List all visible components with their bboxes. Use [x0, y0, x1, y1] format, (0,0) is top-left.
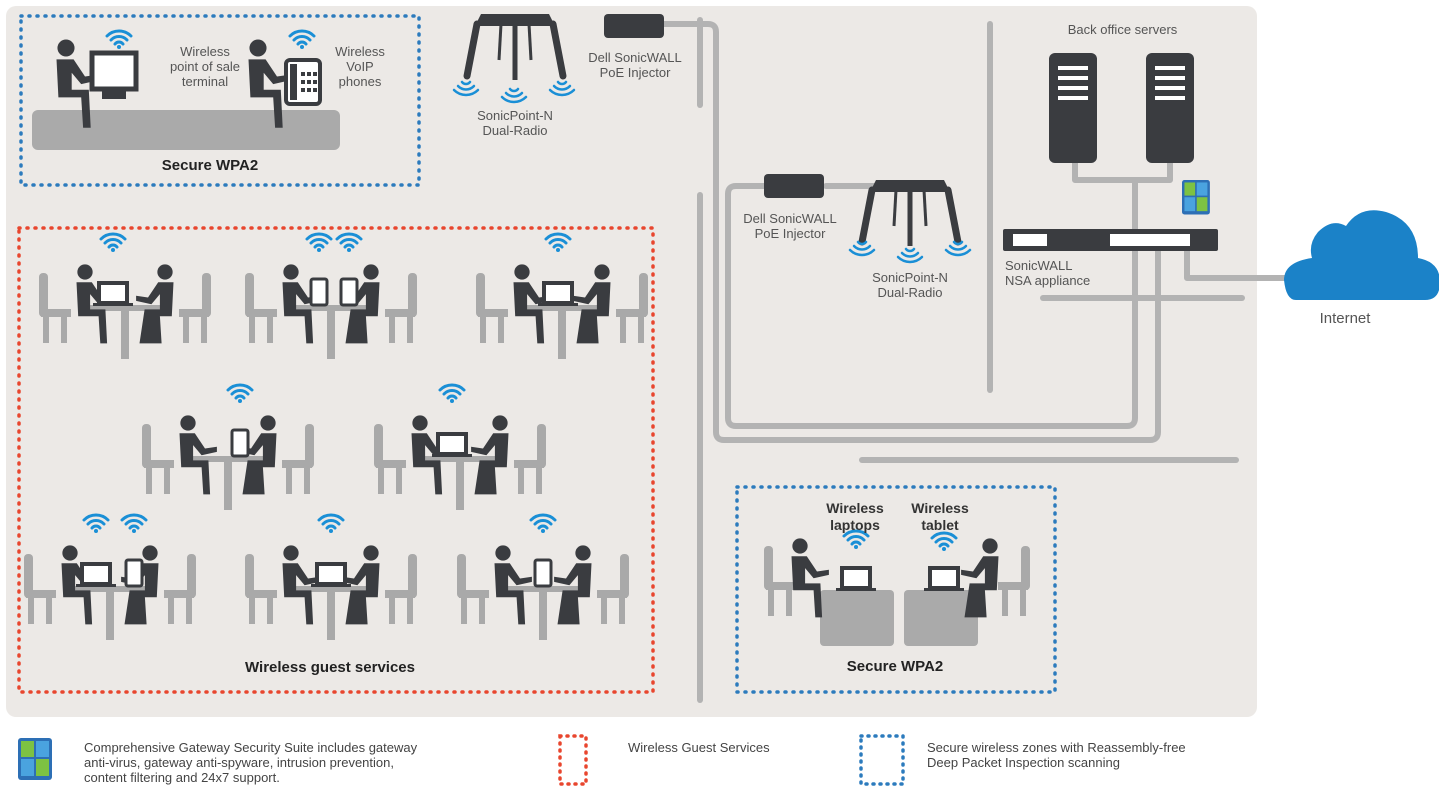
- internet-label: Internet: [1319, 310, 1371, 327]
- wireless-tablet-label: Wireless tablet: [911, 500, 969, 533]
- appliance-port: [1110, 234, 1190, 246]
- phone-key: [301, 88, 305, 92]
- monitor-stand: [102, 89, 126, 99]
- phone-key: [301, 72, 305, 76]
- phone-handset: [290, 64, 297, 100]
- poe-injector-icon: [604, 14, 664, 38]
- security-suite-icon: [18, 738, 52, 780]
- secure-wpa2-bottom-label: Secure WPA2: [846, 658, 944, 675]
- desk: [904, 590, 978, 646]
- laptop-icon: [536, 281, 580, 308]
- cable: [1184, 247, 1303, 281]
- secure-zone-top: [19, 14, 421, 187]
- phone-key: [307, 80, 311, 84]
- cable: [725, 183, 1138, 429]
- phone-key: [307, 72, 311, 76]
- cable: [661, 21, 1161, 443]
- wireless-laptops-label: Wireless laptops: [826, 500, 884, 533]
- legend-suite-text: Comprehensive Gateway Security Suite inc…: [84, 740, 418, 785]
- sonicpoint-top-label: SonicPoint-N Dual-Radio: [477, 108, 553, 138]
- pos-terminal-label: Wireless point of sale terminal: [169, 44, 241, 89]
- laptop-icon: [430, 432, 474, 459]
- laptop-icon: [922, 566, 966, 593]
- sonicpoint-mid-label: SonicPoint-N Dual-Radio: [872, 270, 948, 300]
- security-suite-icon: [1182, 180, 1210, 215]
- counter: [32, 110, 340, 150]
- laptop-icon: [74, 562, 118, 589]
- guest-zone: [17, 226, 655, 694]
- secure-zone-bottom: [735, 485, 1057, 694]
- phone-key: [313, 72, 317, 76]
- monitor-icon: [89, 50, 139, 92]
- laptop-icon: [834, 566, 878, 593]
- voip-phones-label: Wireless VoIP phones: [335, 44, 385, 89]
- desk: [820, 590, 894, 646]
- cloud-icon: [1284, 210, 1439, 300]
- phone-key: [301, 80, 305, 84]
- back-office-servers-label: Back office servers: [1067, 22, 1178, 37]
- tablet-icon: [339, 277, 359, 307]
- tablet-icon: [533, 558, 553, 588]
- phone-key: [313, 80, 317, 84]
- server-icon: [1146, 53, 1194, 163]
- wireless-guest-services-label: Wireless guest services: [245, 659, 415, 676]
- tablet-icon: [124, 558, 144, 588]
- phone-key: [307, 88, 311, 92]
- legend-guest-text: Wireless Guest Services: [628, 740, 770, 755]
- cable: [1072, 157, 1173, 183]
- tablet-icon: [309, 277, 329, 307]
- phone-key: [313, 88, 317, 92]
- laptop-icon: [91, 281, 135, 308]
- legend-guest-swatch: [558, 734, 588, 786]
- server-icon: [1049, 53, 1097, 163]
- poe-injector-mid-label: Dell SonicWALL PoE Injector: [743, 211, 837, 241]
- secure-wpa2-top-label: Secure WPA2: [161, 157, 259, 174]
- appliance-port: [1013, 234, 1047, 246]
- tablet-icon: [230, 428, 250, 458]
- nsa-appliance-label: SonicWALL NSA appliance: [1005, 258, 1091, 288]
- poe-injector-top-label: Dell SonicWALL PoE Injector: [588, 50, 682, 80]
- legend-secure-text: Secure wireless zones with Reassembly-fr…: [927, 740, 1186, 770]
- laptop-icon: [309, 562, 353, 589]
- poe-injector-icon: [764, 174, 824, 198]
- legend-secure-swatch: [859, 734, 905, 786]
